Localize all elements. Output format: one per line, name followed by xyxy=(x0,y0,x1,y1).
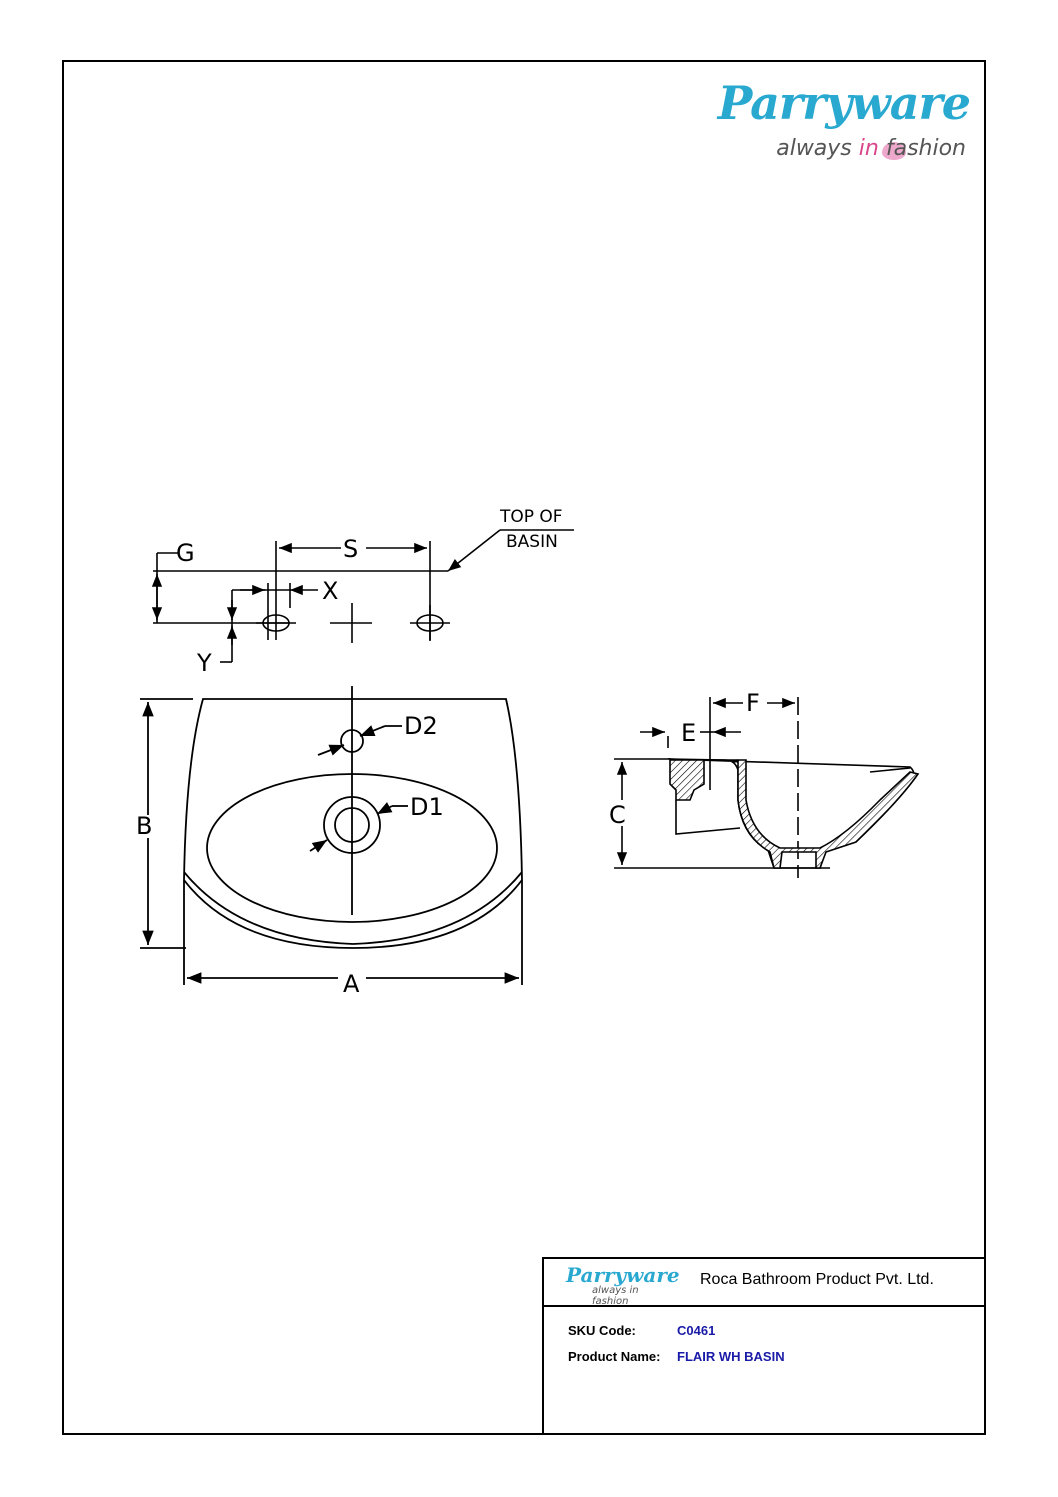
lips-icon xyxy=(882,142,906,160)
brand-logo: Parryware always in fashion xyxy=(700,76,980,176)
top-of-basin-label-line2: BASIN xyxy=(506,532,558,552)
company-name: Roca Bathroom Product Pvt. Ltd. xyxy=(700,1271,934,1288)
tagline-part: always xyxy=(776,136,852,161)
dim-label-x: X xyxy=(322,577,338,605)
tap-hole-layout xyxy=(151,529,574,663)
dim-label-f: F xyxy=(746,689,760,717)
brand-name: Parryware xyxy=(717,76,971,130)
product-name-label: Product Name: xyxy=(568,1349,661,1364)
drawing-sheet-border xyxy=(62,60,986,1435)
dim-label-d1: D1 xyxy=(410,793,444,821)
dim-label-a: A xyxy=(343,970,360,998)
basin-section-view xyxy=(614,697,920,878)
dim-label-y: Y xyxy=(196,649,212,677)
dim-label-d2: D2 xyxy=(404,712,438,740)
title-block-logo-tag: always in fashion xyxy=(592,1285,639,1307)
basin-plan-view xyxy=(140,686,523,985)
product-name-value: FLAIR WH BASIN xyxy=(677,1349,785,1364)
tagline-part: fashion xyxy=(885,136,966,161)
brand-tagline: always in fashion xyxy=(700,136,966,161)
dim-label-b: B xyxy=(136,812,152,840)
title-block: Parryware always in fashion Roca Bathroo… xyxy=(542,1257,986,1435)
dim-label-g: G xyxy=(176,539,195,567)
top-of-basin-label-line1: TOP OF xyxy=(499,507,563,527)
title-block-logo-name: Parryware xyxy=(566,1263,680,1287)
sku-label: SKU Code: xyxy=(568,1323,636,1338)
title-block-header: Parryware always in fashion Roca Bathroo… xyxy=(544,1259,984,1307)
dim-label-s: S xyxy=(343,535,358,563)
dim-label-e: E xyxy=(681,719,696,747)
tagline-part: in xyxy=(858,136,879,161)
sku-value: C0461 xyxy=(677,1323,716,1338)
dim-label-c: C xyxy=(609,801,626,829)
title-block-logo: Parryware always in fashion xyxy=(566,1263,680,1307)
